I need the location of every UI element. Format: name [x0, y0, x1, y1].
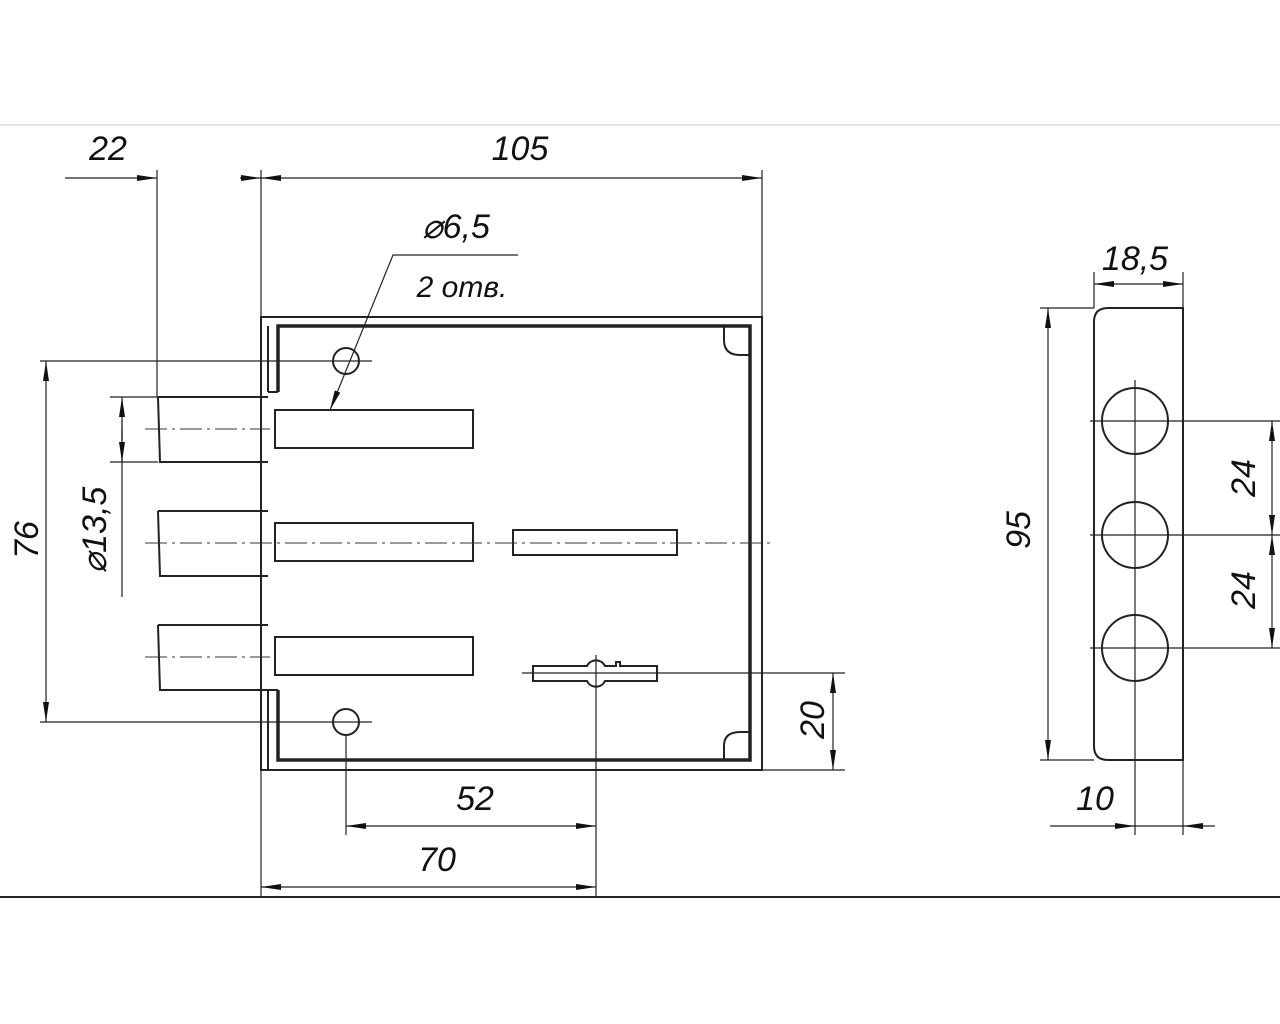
bolt-middle: [157, 510, 268, 577]
bolt-top: [157, 396, 268, 463]
dim-thickness: 18,5: [1102, 240, 1168, 278]
dim-hole-spacing: 76: [8, 521, 46, 559]
dim-key-height: 20: [794, 701, 832, 740]
dim-bolt-offset: 10: [1076, 780, 1114, 818]
dim-backset: 70: [418, 841, 456, 879]
bolt-diameter-label: ⌀13,5: [76, 487, 114, 574]
dim-bolt-pitch-bottom: 24: [1225, 571, 1263, 610]
corner-boss-top: [723, 326, 750, 356]
bolt-bar-bottom: [274, 636, 474, 676]
keyhole: [532, 659, 658, 688]
dim-hole-to-key: 52: [456, 780, 494, 818]
hole-diameter-label: ⌀6,5: [422, 208, 490, 246]
bolt-bar-top: [274, 409, 474, 449]
bolt-bar-middle: [274, 522, 474, 562]
front-view: 22 105 ⌀6,5 2 отв. 76 ⌀13,5 20 52 70: [8, 130, 845, 897]
dim-width: 105: [492, 130, 549, 168]
dim-height: 95: [1000, 511, 1038, 549]
faceplate-step: [267, 326, 278, 770]
dim-bolt-projection: 22: [88, 130, 127, 168]
faceplate-side: [1093, 307, 1184, 761]
corner-boss-bottom: [723, 731, 750, 760]
hole-count-label: 2 отв.: [416, 271, 508, 304]
side-view: 18,5 95 10 24 24: [1000, 240, 1280, 835]
bolt-bottom: [157, 624, 268, 691]
bolts: [157, 396, 678, 691]
dim-bolt-pitch-top: 24: [1225, 459, 1263, 498]
